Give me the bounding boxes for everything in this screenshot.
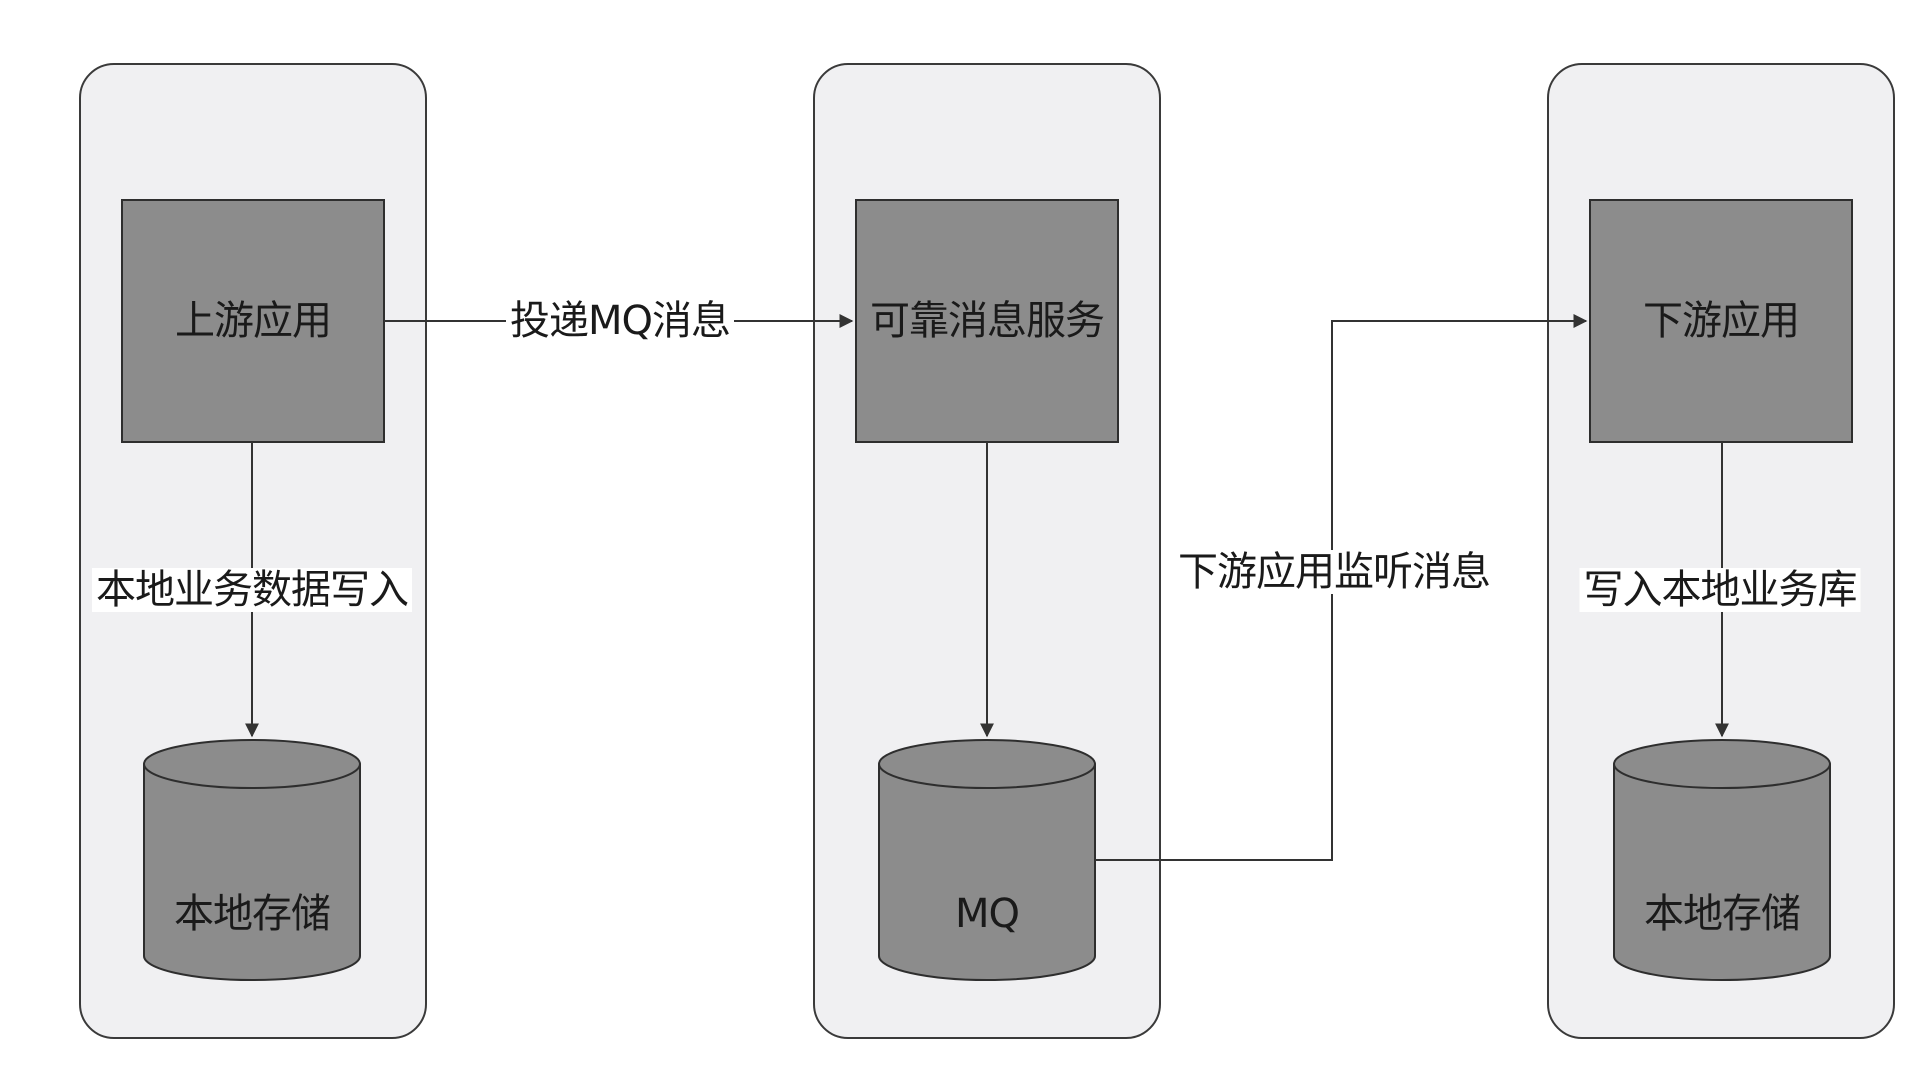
node-label-reliable-msg-service: 可靠消息服务 bbox=[870, 298, 1105, 344]
edge-label-write-local-business-data: 本地业务数据写入 bbox=[92, 568, 412, 612]
db-label-mq: MQ bbox=[955, 891, 1020, 937]
db-label-downstream-storage: 本地存储 bbox=[1644, 891, 1801, 937]
db-label-upstream-storage: 本地存储 bbox=[174, 891, 331, 937]
node-label-downstream-app: 下游应用 bbox=[1643, 298, 1800, 344]
edge-label-write-local-business-db: 写入本地业务库 bbox=[1579, 568, 1861, 612]
edge-label-deliver-mq-message: 投递MQ消息 bbox=[506, 299, 734, 343]
db-downstream-storage bbox=[1613, 739, 1831, 981]
db-mq bbox=[878, 739, 1096, 981]
node-label-upstream-app: 上游应用 bbox=[175, 298, 332, 344]
edge-label-downstream-listen-message: 下游应用监听消息 bbox=[1174, 550, 1494, 594]
db-upstream-storage bbox=[143, 739, 361, 981]
